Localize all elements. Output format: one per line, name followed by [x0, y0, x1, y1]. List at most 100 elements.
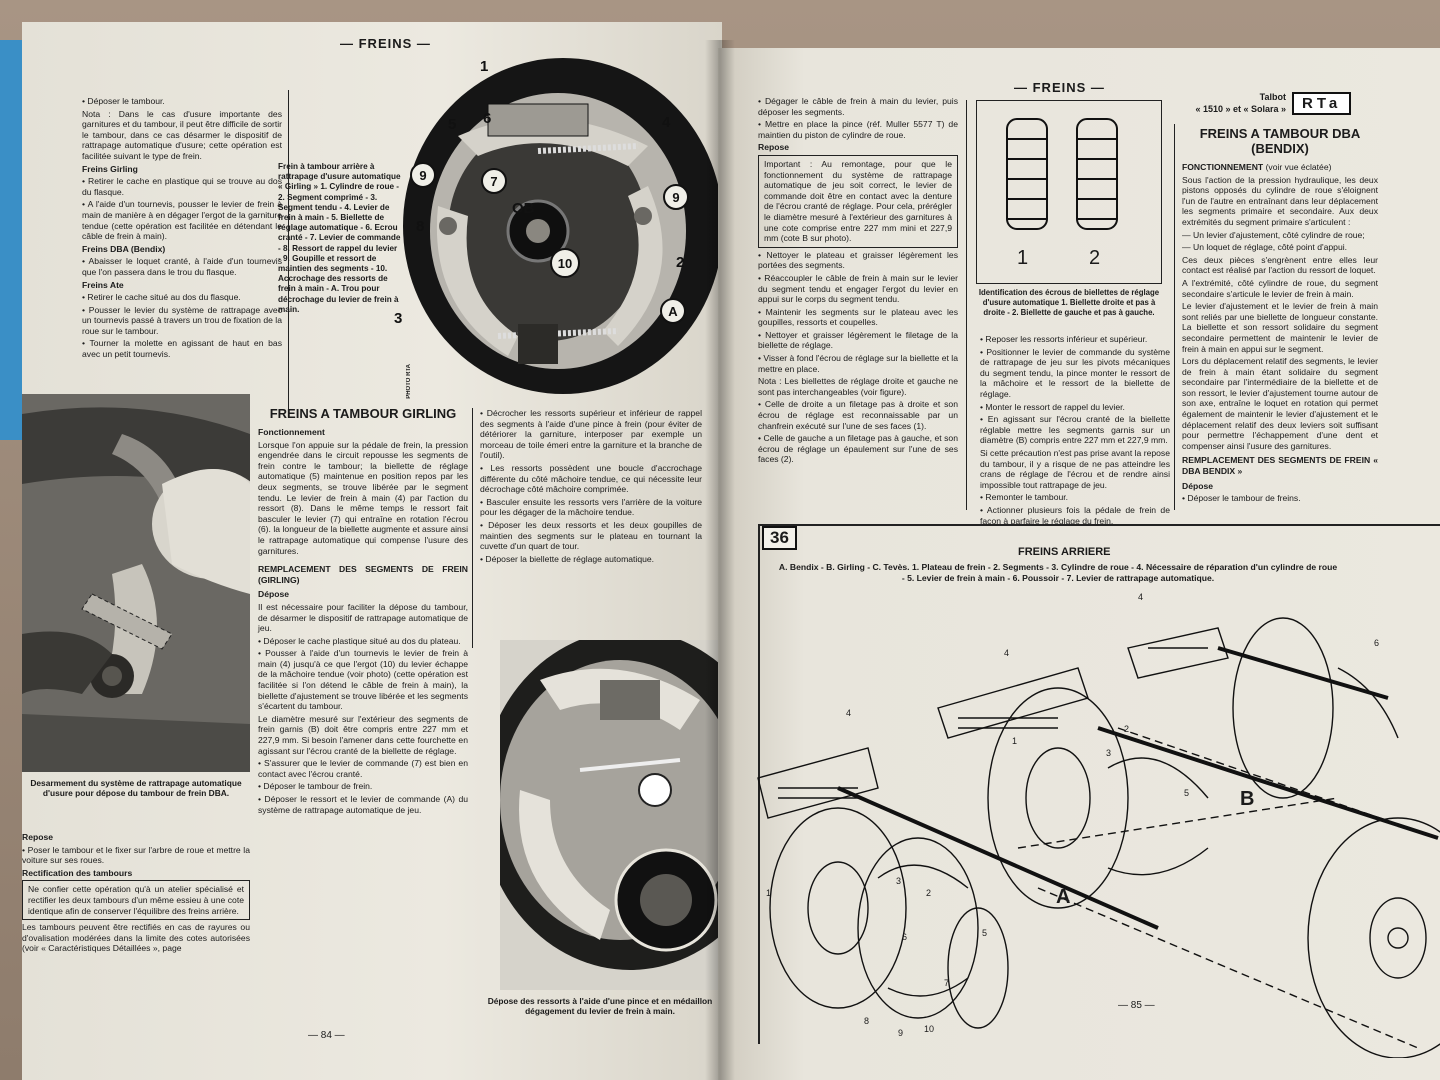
text: • Remonter le tambour.: [980, 492, 1069, 503]
figure-title: FREINS ARRIERE: [1018, 546, 1111, 558]
section-title: FREINS A TAMBOUR GIRLING: [269, 406, 457, 421]
text: Lors du déplacement relatif des segments…: [1182, 356, 1378, 451]
callout-2: 2: [676, 254, 685, 271]
callout-3: 3: [394, 310, 403, 327]
text: • Déposer le ressort et le levier de com…: [258, 794, 468, 815]
callout-9b: 9: [663, 184, 689, 210]
text: • Celle de droite a un filetage pas à dr…: [758, 399, 958, 431]
photo-spring-removal: [480, 640, 720, 990]
subheading-note: (voir vue éclatée): [1265, 162, 1332, 172]
text: • Nettoyer et graisser légèrement le fil…: [758, 329, 958, 351]
photo-dba-illustration: [22, 394, 250, 772]
right-col1: • Dégager le câble de frein à main du le…: [758, 96, 958, 467]
running-head: — FREINS —: [1014, 80, 1105, 95]
text: • Visser à fond l'écrou de réglage sur l…: [758, 353, 958, 374]
subheading: REMPLACEMENT DES SEGMENTS DE FREIN (GIRL…: [258, 564, 468, 585]
photo-spring-illustration: [480, 640, 720, 990]
text: • Celle de gauche a un filetage pas à ga…: [758, 433, 958, 465]
part-3a: 3: [1106, 748, 1112, 758]
text: Nota : Dans le cas d'usure importante de…: [82, 108, 282, 161]
text: • Déposer le tambour de frein.: [258, 781, 373, 792]
part-6b: 6: [902, 932, 908, 942]
figure-legend: A. Bendix - B. Girling - C. Tevès. 1. Pl…: [778, 562, 1338, 583]
text: • Les ressorts possèdent une boucle d'ac…: [480, 462, 702, 495]
text: • Positionner le levier de commande du s…: [980, 346, 1170, 399]
caption-girling-diagram: Frein à tambour arrière à rattrapage d'u…: [278, 162, 401, 314]
text: • Dégager le câble de frein à main du le…: [758, 96, 958, 117]
text: • Tourner la molette en agissant de haut…: [82, 338, 282, 360]
nut-label-1: 1: [1017, 247, 1029, 269]
part-1b: 1: [766, 888, 772, 898]
text: • Déposer le tambour de freins.: [1182, 493, 1301, 504]
text: • Retirer le cache en plastique qui se t…: [82, 176, 282, 197]
text: • Monter le ressort de rappel du levier.: [980, 401, 1125, 412]
header-publisher: Talbot: [1259, 92, 1286, 102]
text: • Décrocher les ressorts supérieur et in…: [480, 408, 702, 461]
callout-8: 8: [416, 218, 425, 235]
text: Si cette précaution n'est pas prise avan…: [980, 447, 1170, 490]
text: Le levier d'ajustement et le levier de f…: [1182, 301, 1378, 354]
girling-drum-illustration: [403, 58, 718, 394]
section-title: FREINS A TAMBOUR DBA (BENDIX): [1199, 126, 1361, 156]
important-box: Important : Au remontage, pour que le fo…: [758, 154, 958, 248]
column-rule: [472, 408, 473, 648]
callout-4: 4: [662, 114, 671, 131]
text: • Déposer les deux ressorts et les deux …: [480, 519, 702, 552]
text: Il est nécessaire pour faciliter la dépo…: [258, 601, 468, 634]
heading: Repose: [758, 142, 790, 153]
text: — Un levier d'ajustement, côté cylindre …: [1182, 229, 1365, 240]
heading: Freins DBA (Bendix): [82, 243, 166, 254]
page-number: — 85 —: [1118, 1000, 1155, 1011]
heading: Freins Ate: [82, 279, 124, 290]
left-col1-top: • Déposer le tambour. Nota : Dans le cas…: [82, 96, 282, 362]
text: • Basculer ensuite les ressorts vers l'a…: [480, 496, 702, 518]
part-5a: 5: [1184, 788, 1190, 798]
text: • Actionner plusieurs fois la pédale de …: [980, 504, 1170, 526]
caption-dba-photo: Desarmement du système de rattrapage aut…: [30, 778, 242, 799]
header-model: « 1510 » et « Solara »: [1195, 104, 1286, 114]
figure-letter-b: B: [1240, 788, 1255, 810]
subheading: REMPLACEMENT DES SEGMENTS DE FREIN « DBA…: [1182, 455, 1378, 477]
part-8: 8: [864, 1016, 870, 1026]
text: Lorsque l'on appuie sur la pédale de fre…: [258, 439, 468, 556]
text: • Pousser le levier du système de rattra…: [82, 304, 282, 336]
text: • Mettre en place la pince (réf. Muller …: [758, 119, 958, 140]
text: A l'extrémité, côté cylindre de roue, du…: [1182, 277, 1378, 299]
text: • Retirer le cache situé au dos du flasq…: [82, 292, 241, 303]
nut-figure: 1 2: [976, 100, 1162, 284]
text: • Déposer la biellette de réglage automa…: [480, 553, 655, 564]
part-9: 9: [898, 1028, 904, 1038]
part-4a: 4: [846, 708, 852, 718]
part-3b: 3: [896, 876, 902, 886]
subheading-text: FONCTIONNEMENT: [1182, 162, 1264, 172]
nut-label-2: 2: [1089, 247, 1101, 269]
column-rule: [966, 100, 967, 510]
text: — Un loquet de réglage, côté point d'app…: [1182, 242, 1348, 253]
boxed-note: Ne confier cette opération qu'à un ateli…: [22, 880, 250, 921]
part-10: 10: [924, 1024, 935, 1034]
photo-dba-disarm: [22, 394, 250, 772]
part-4c: 4: [1138, 592, 1144, 602]
right-page: — FREINS — Talbot « 1510 » et « Solara »…: [718, 48, 1440, 1080]
subheading: Dépose: [1182, 480, 1214, 491]
text: • Poser le tambour et le fixer sur l'arb…: [22, 844, 250, 866]
caption-nut-figure: Identification des écrous de biellettes …: [978, 288, 1160, 318]
rta-logo: RTa: [1292, 92, 1352, 115]
text: • Déposer le cache plastique situé au do…: [258, 635, 461, 646]
figure-number: 36: [762, 526, 797, 550]
text: • Pousser à l'aide d'un tournevis le lev…: [258, 648, 468, 712]
part-5b: 5: [982, 928, 988, 938]
subheading: Dépose: [258, 589, 290, 600]
callout-9a: 9: [410, 162, 436, 188]
page-number: — 84 —: [308, 1030, 345, 1041]
text: Sous l'action de la pression hydraulique…: [1182, 174, 1378, 227]
callout-6: 6: [483, 110, 492, 127]
callout-7: 7: [481, 168, 507, 194]
text: Les tambours peuvent être rectifiés en c…: [22, 922, 250, 954]
callout-5: 5: [448, 116, 457, 133]
text: Le diamètre mesuré sur l'extérieur des s…: [258, 713, 468, 756]
girling-drum-diagram: [398, 56, 718, 396]
callout-10: 10: [550, 248, 580, 278]
part-2a: 2: [1124, 724, 1130, 734]
text: • A l'aide d'un tournevis, pousser le le…: [82, 199, 282, 242]
